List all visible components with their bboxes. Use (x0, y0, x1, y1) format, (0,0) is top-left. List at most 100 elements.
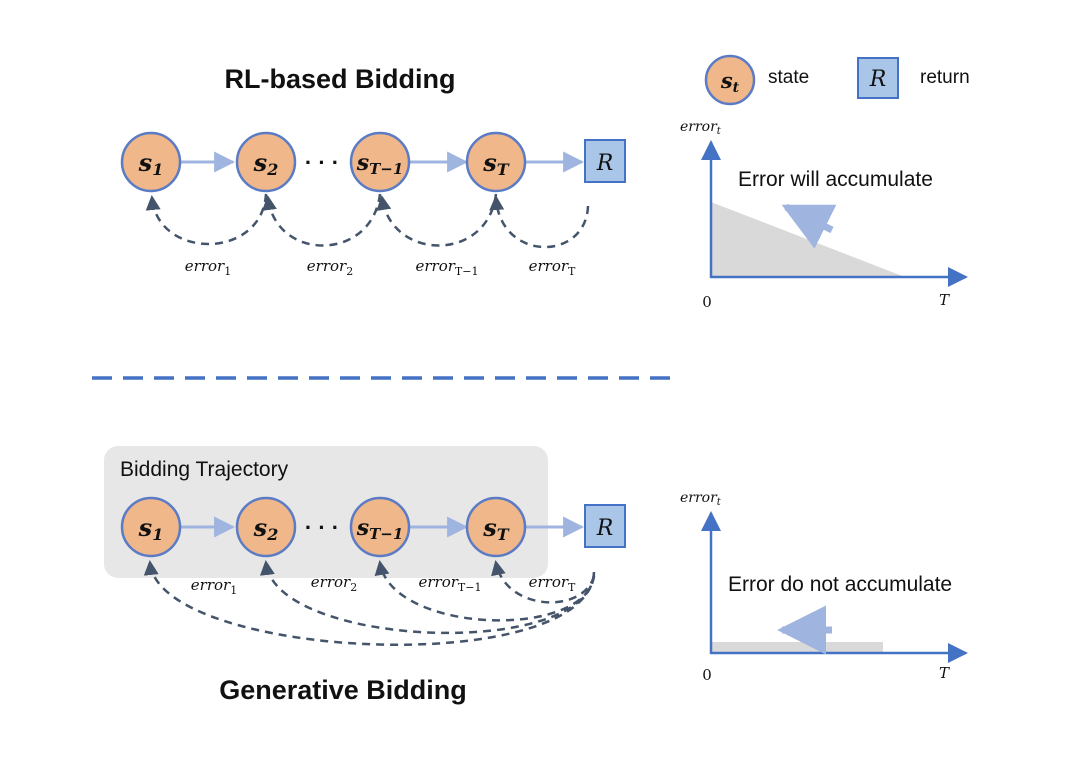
svg-text:s2: s2 (253, 513, 279, 544)
top-error-2-base: error (307, 257, 347, 275)
bottom-graph-shade (711, 642, 883, 653)
bottom-node-tm1: sT−1 (349, 496, 411, 558)
bidding-trajectory-label: Bidding Trajectory (120, 458, 289, 481)
top-node-t: sT (465, 131, 527, 193)
bottom-error-1-sub: 1 (230, 584, 237, 597)
bottom-node-t-sub: T (497, 525, 510, 544)
svg-text:s1: s1 (138, 148, 164, 179)
top-error-2-sub: 2 (346, 265, 353, 278)
bottom-node-tm1-sub: T−1 (369, 525, 403, 543)
bottom-graph-origin: 0 (702, 666, 712, 684)
bottom-node-1: s1 (120, 496, 182, 558)
bottom-ellipsis: · · · (305, 515, 339, 540)
legend-return-symbol: R (869, 67, 887, 92)
bottom-error-graph: errort Error do not accumulate 0 T (680, 490, 968, 684)
svg-text:s1: s1 (138, 513, 164, 544)
bottom-arc-r-tm1 (374, 560, 596, 622)
bottom-error-t: errorT (529, 573, 576, 594)
bidding-trajectory-box (104, 446, 548, 578)
bottom-node-2-sub: 2 (266, 525, 278, 544)
top-error-t: errorT (529, 257, 576, 278)
bottom-title: Generative Bidding (219, 675, 467, 705)
bottom-node-tm1-base: s (356, 515, 369, 541)
top-graph-xlabel: T (939, 291, 950, 309)
bottom-error-arcs (143, 560, 596, 647)
top-return-box: R (584, 139, 626, 183)
top-error-1: error1 (185, 257, 231, 278)
svg-text:sT: sT (482, 513, 510, 544)
top-arc-r-t (489, 195, 590, 249)
top-graph-trend-arrow (781, 203, 837, 249)
top-error-1-base: error (185, 257, 225, 275)
bottom-error-tm1-sub: T−1 (458, 581, 482, 594)
top-graph-caption: Error will accumulate (738, 168, 933, 191)
bottom-graph-ylabel: errort (680, 490, 722, 508)
top-node-1-sub: 1 (152, 160, 163, 179)
bottom-node-1-sub: 1 (152, 525, 163, 544)
svg-text:s2: s2 (253, 148, 279, 179)
top-arc-t-tm1 (376, 193, 498, 247)
top-error-tm1: errorT−1 (416, 257, 479, 278)
bottom-node-t: sT (465, 496, 527, 558)
bottom-node-1-base: s (138, 513, 153, 542)
top-node-t-sub: T (497, 160, 510, 179)
top-error-graph: errort Error will accumulate 0 T (680, 119, 968, 311)
top-return-label: R (596, 151, 614, 176)
top-node-2: s2 (235, 131, 297, 193)
top-error-t-base: error (529, 257, 569, 275)
top-error-tm1-sub: T−1 (455, 265, 479, 278)
top-graph-shade (711, 202, 905, 277)
top-ellipsis: · · · (305, 150, 339, 175)
top-error-t-sub: T (568, 265, 576, 278)
bottom-node-2: s2 (235, 496, 297, 558)
bottom-error-2: error2 (311, 573, 357, 594)
top-node-2-base: s (253, 148, 268, 177)
top-arc-tm1-2 (262, 193, 382, 247)
top-graph-origin: 0 (702, 293, 712, 311)
legend-state-label: state (768, 67, 809, 88)
bottom-error-t-base: error (529, 573, 569, 591)
top-error-1-sub: 1 (224, 265, 231, 278)
top-node-2-sub: 2 (266, 160, 278, 179)
top-error-tm1-base: error (416, 257, 456, 275)
legend: st state R return (704, 54, 970, 106)
bottom-error-t-sub: T (568, 581, 576, 594)
top-node-t-base: s (482, 148, 497, 177)
top-node-1-base: s (138, 148, 153, 177)
legend-state-node (704, 54, 756, 106)
bottom-return-label: R (596, 516, 614, 541)
top-node-tm1-sub: T−1 (369, 160, 403, 178)
top-error-2: error2 (307, 257, 353, 278)
top-node-1: s1 (120, 131, 182, 193)
top-node-tm1: sT−1 (349, 131, 411, 193)
svg-text:sT: sT (482, 148, 510, 179)
bottom-node-t-base: s (482, 513, 497, 542)
legend-state-sub: t (733, 80, 740, 96)
top-error-arcs (145, 193, 590, 249)
bottom-error-tm1: errorT−1 (419, 573, 482, 594)
legend-return-label: return (920, 67, 970, 88)
top-graph-ylabel-base: error (680, 119, 718, 135)
bottom-return-box: R (584, 504, 626, 548)
bottom-error-1-base: error (191, 576, 231, 594)
legend-state-symbol: st (720, 68, 740, 96)
bottom-error-2-base: error (311, 573, 351, 591)
top-title: RL-based Bidding (225, 64, 456, 94)
top-node-tm1-base: s (356, 150, 369, 176)
legend-state-base: s (720, 68, 733, 93)
top-arc-2-1 (145, 193, 268, 246)
bottom-error-2-sub: 2 (350, 581, 357, 594)
bottom-arc-r-2 (259, 560, 596, 635)
bottom-error-tm1-base: error (419, 573, 459, 591)
bottom-error-1: error1 (191, 576, 237, 597)
bottom-graph-ylabel-sub: t (717, 497, 722, 508)
bottom-graph-caption: Error do not accumulate (728, 573, 952, 596)
svg-text:sT−1: sT−1 (356, 515, 404, 543)
bottom-arc-r-1 (143, 560, 596, 647)
bottom-arc-r-t (491, 560, 596, 604)
bottom-graph-xlabel: T (939, 664, 950, 682)
top-graph-ylabel: errort (680, 119, 722, 137)
bottom-graph-ylabel-base: error (680, 490, 718, 506)
